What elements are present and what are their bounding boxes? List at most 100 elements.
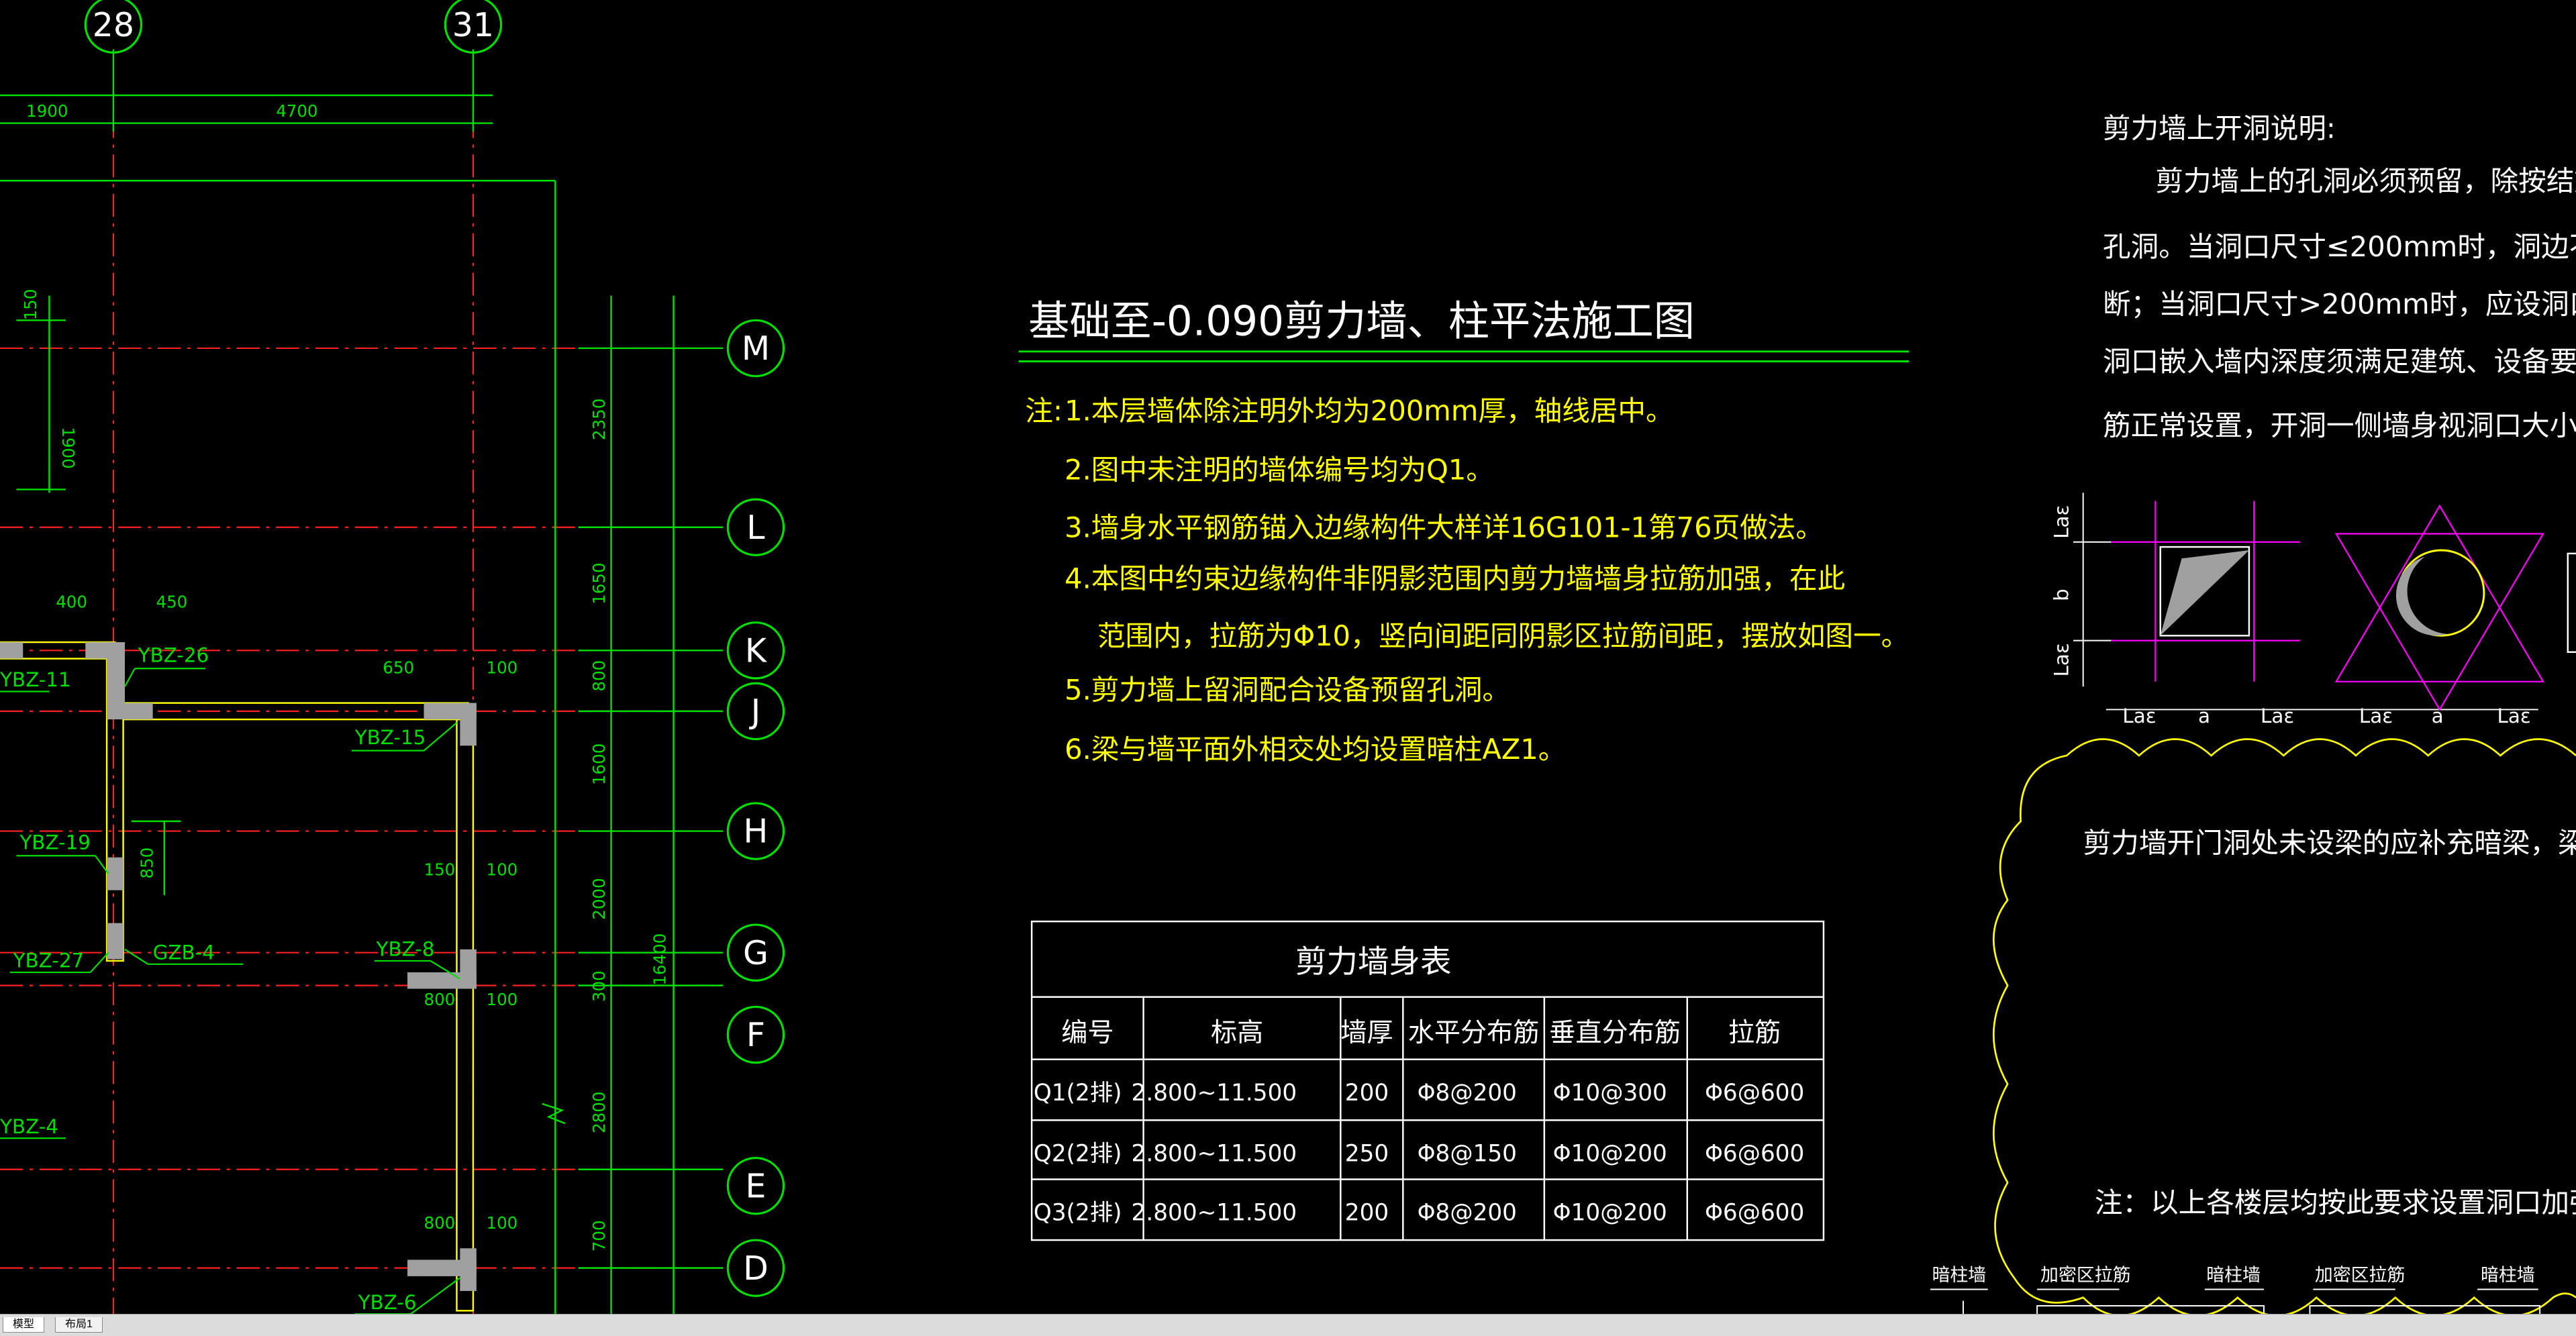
dim-right-2800: 2800 [589, 1092, 609, 1133]
cloud-note: 注：以上各楼层均按此要求设置洞口加强。 [2095, 1186, 2576, 1219]
dim-top-1900: 1900 [26, 101, 68, 121]
diag-label-lae-top: Laε [2050, 505, 2073, 539]
wall-table-header-tie: 拉筋 [1728, 1018, 1781, 1048]
wall-table-header-elevation: 标高 [1211, 1018, 1263, 1048]
dim-right-1600: 1600 [589, 743, 609, 785]
axis-bubble-K [726, 621, 785, 680]
note-2: 2.图中未注明的墙体编号均为Q1。 [1064, 454, 1494, 486]
diag-label-lae-3: Laε [2359, 705, 2393, 727]
axis-bubble-L [726, 498, 785, 556]
table-cell-r1-c5: Φ10@300 [1553, 1080, 1667, 1107]
table-cell-r1-c2: 2.800~11.500 [1132, 1080, 1297, 1107]
member-YBZ-26: YBZ-26 [138, 644, 209, 666]
dim-150-left: 150 [21, 289, 40, 321]
dim-1900-left: 1900 [58, 427, 78, 468]
table-cell-r2-c1: Q2(2排) [1034, 1141, 1122, 1168]
dim-400: 400 [56, 593, 87, 612]
wall-table-title: 剪力墙身表 [1295, 943, 1451, 980]
tab-model[interactable]: 模型 [3, 1317, 45, 1333]
axis-bubble-F [726, 1005, 785, 1064]
axis-label-H: H [744, 813, 769, 851]
edge-columns [0, 642, 477, 1291]
table-cell-r1-c4: Φ8@200 [1418, 1080, 1517, 1107]
wall-table-header-vertical: 垂直分布筋 [1549, 1018, 1681, 1048]
table-cell-r2-c2: 2.800~11.500 [1132, 1141, 1297, 1168]
break-symbol [542, 1102, 566, 1125]
table-cell-r3-c6: Φ6@600 [1705, 1200, 1804, 1227]
table-cell-r3-c4: Φ8@200 [1418, 1200, 1517, 1227]
member-YBZ-6: YBZ-6 [358, 1291, 417, 1314]
dim-650: 650 [383, 658, 414, 678]
diag-label-a-1: a [2198, 705, 2210, 727]
axis-label-E: E [745, 1167, 766, 1205]
dim-100c: 100 [487, 990, 518, 1009]
diag-label-b: b [2050, 588, 2073, 601]
note-5: 5.剪力墙上留洞配合设备预留孔洞。 [1064, 674, 1510, 707]
note-1: 1.本层墙体除注明外均为200mm厚，轴线居中。 [1064, 395, 1674, 427]
dim-800a: 800 [424, 990, 456, 1009]
member-YBZ-19: YBZ-19 [19, 831, 91, 854]
axis-lines [0, 49, 723, 1315]
axis-bubble-E [726, 1157, 785, 1215]
note-3: 3.墙身水平钢筋锚入边缘构件大样详16G101-1第76页做法。 [1064, 511, 1824, 544]
axis-bubble-G [726, 923, 785, 982]
axis-bubble-28 [84, 0, 143, 54]
layout-tab-bar: 模型 布局1 [0, 1314, 2576, 1336]
dim-800b: 800 [424, 1213, 456, 1233]
member-YBZ-4: YBZ-4 [0, 1115, 58, 1138]
opening-notes-title: 剪力墙上开洞说明: [2103, 112, 2336, 145]
revision-cloud [1993, 738, 2576, 1317]
opening-diagram-square [2111, 501, 2300, 682]
table-cell-r3-c5: Φ10@200 [1553, 1200, 1667, 1227]
square-opening-fill [2160, 550, 2249, 636]
tab-layout1[interactable]: 布局1 [55, 1317, 103, 1333]
dim-top-4700: 4700 [276, 101, 317, 121]
partial-diagram-edge [2567, 552, 2576, 653]
opening-note-line-3: 断；当洞口尺寸>200mm时，应设洞口加筋，其面积不 [2103, 288, 2576, 321]
note-4: 4.本图中约束边缘构件非阴影范围内剪力墙墙身拉筋加强，在此 [1064, 562, 1845, 595]
axis-label-J: J [749, 692, 760, 731]
bottom-label-5: 暗柱墙 [2481, 1265, 2535, 1286]
dim-850: 850 [138, 847, 157, 879]
square-opening [2159, 546, 2250, 637]
table-cell-r2-c5: Φ10@200 [1553, 1141, 1667, 1168]
axis-bubble-J [726, 682, 785, 741]
axis-label-G: G [743, 934, 769, 972]
dim-150: 150 [424, 860, 456, 880]
axis-label-28: 28 [93, 6, 134, 44]
axis-label-31: 31 [452, 6, 494, 44]
opening-note-line-4: 洞口嵌入墙内深度须满足建筑、设备要求，对于不贯通 [2103, 345, 2576, 378]
dim-450: 450 [156, 593, 188, 612]
dim-100b: 100 [487, 860, 518, 880]
table-cell-r2-c3: 250 [1345, 1141, 1389, 1168]
grid-lines-horizontal [0, 347, 723, 1269]
table-cell-r3-c2: 2.800~11.500 [1132, 1200, 1297, 1227]
axis-label-F: F [746, 1016, 765, 1054]
dim-100d: 100 [487, 1213, 518, 1233]
table-cell-r2-c4: Φ8@150 [1418, 1141, 1517, 1168]
dim-right-2350: 2350 [589, 399, 609, 440]
dim-right-1650: 1650 [589, 562, 609, 604]
bottom-label-1: 暗柱墙 [1932, 1265, 1987, 1286]
table-cell-r1-c6: Φ6@600 [1705, 1080, 1804, 1107]
dim-100a: 100 [487, 658, 518, 678]
opening-note-line-2: 孔洞。当洞口尺寸≤200mm时，洞边不再设附加钢筋 [2103, 230, 2576, 263]
grid-lines-vertical [112, 115, 475, 1315]
member-YBZ-15: YBZ-15 [354, 726, 426, 749]
bottom-label-4: 加密区拉筋 [2315, 1265, 2406, 1286]
bottom-label-2: 加密区拉筋 [2040, 1265, 2131, 1286]
axis-bubble-H [726, 802, 785, 860]
axis-bubble-M [726, 319, 785, 378]
axis-label-M: M [742, 329, 770, 368]
diag-label-lae-4: Laε [2497, 705, 2531, 727]
bottom-label-3: 暗柱墙 [2206, 1265, 2261, 1286]
round-opening-fill [2395, 556, 2448, 636]
table-cell-r1-c3: 200 [1345, 1080, 1389, 1107]
diag-label-lae-1: Laε [2122, 705, 2156, 727]
axis-label-K: K [745, 631, 768, 670]
member-YBZ-8: YBZ-8 [376, 938, 435, 961]
dim-right-800: 800 [589, 660, 609, 692]
drawing-title: 基础至-0.090剪力墙、柱平法施工图 [1028, 297, 1695, 345]
diag-label-lae-2: Laε [2261, 705, 2294, 727]
